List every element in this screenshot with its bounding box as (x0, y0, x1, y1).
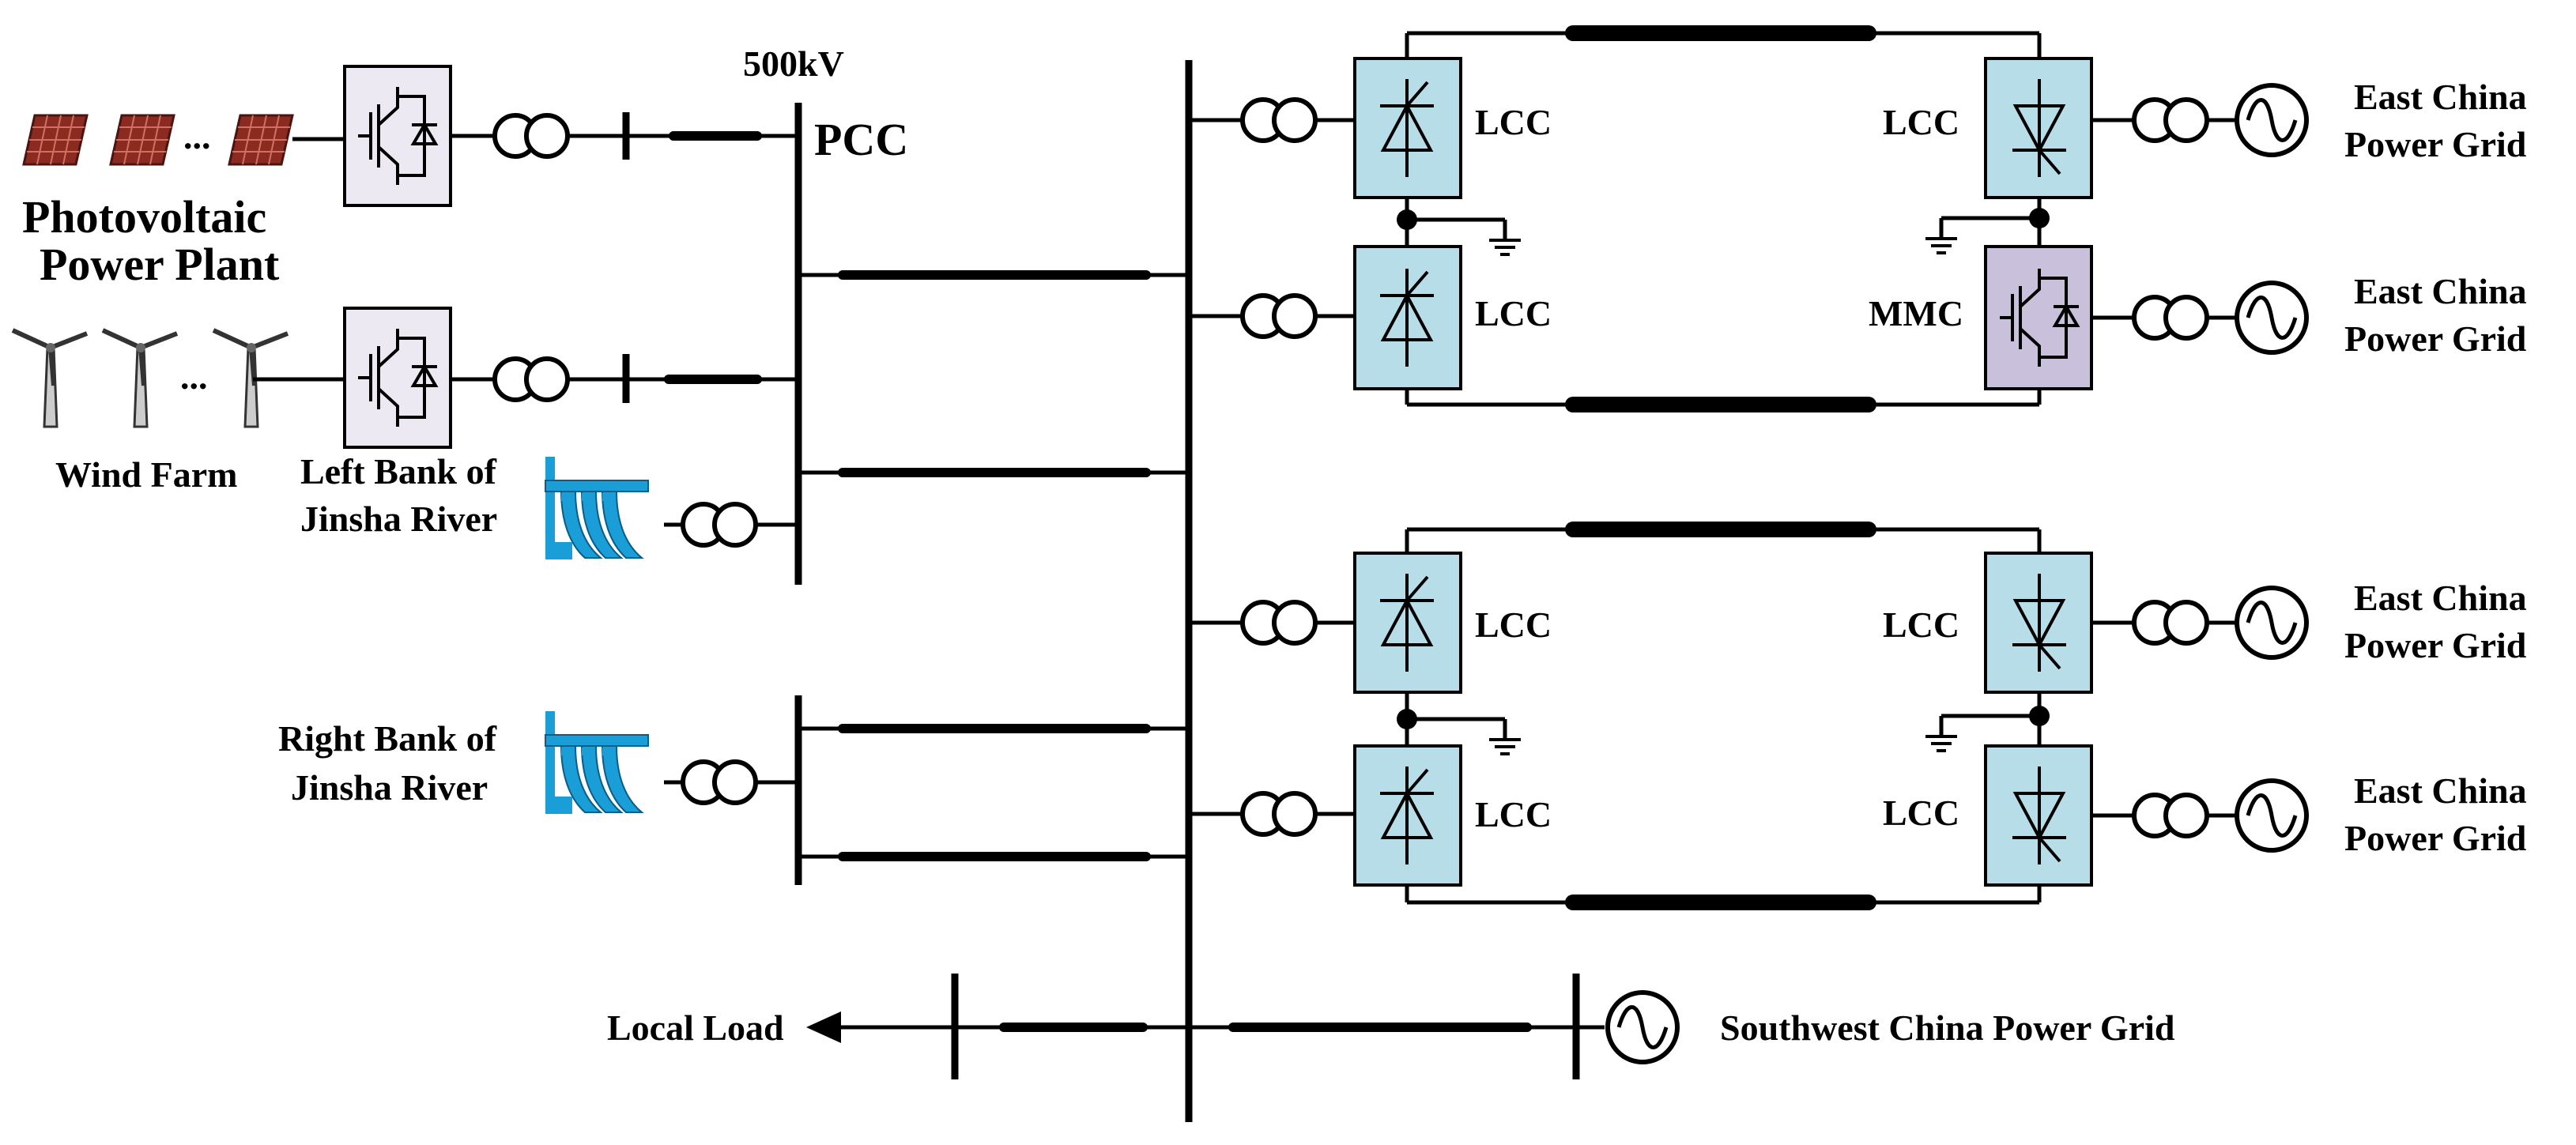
right-bank-label-line1: Right Bank of (278, 718, 497, 759)
wind-ellipsis: ... (180, 356, 208, 397)
southwest-grid-label: Southwest China Power Grid (1720, 1008, 2175, 1048)
transformer-icon (683, 762, 756, 803)
wind-turbines (13, 330, 288, 427)
ground-icon (1924, 735, 1959, 752)
grid-label-4-line1: East China (2354, 770, 2527, 811)
transformer-icon (1243, 100, 1315, 141)
rectifier-label-2: LCC (1475, 293, 1552, 333)
ac-source-icon (1608, 992, 1677, 1062)
grid-label-1-line2: Power Grid (2344, 124, 2527, 164)
ac-source-icon (2237, 283, 2306, 352)
rectifier-label-3: LCC (1475, 605, 1552, 645)
pv-ellipsis: ... (183, 116, 211, 156)
voltage-label: 500kV (743, 43, 844, 84)
grid-label-2-line1: East China (2354, 271, 2527, 311)
hydropower-icon (545, 456, 649, 560)
ground-icon (1488, 239, 1522, 256)
inverter-label-1: LCC (1883, 102, 1959, 142)
ground-icon (1924, 237, 1959, 254)
rectifier-label-4: LCC (1475, 794, 1552, 834)
transformer-icon (2134, 602, 2207, 643)
pv-panels (22, 114, 294, 166)
transformer-icon (2134, 795, 2207, 836)
wind-turbine-icon (13, 330, 87, 427)
wind-label: Wind Farm (55, 454, 237, 495)
hydropower-icon (545, 710, 649, 815)
left-bank-label-line1: Left Bank of (300, 451, 497, 492)
grid-label-1-line1: East China (2354, 77, 2527, 117)
solar-panel-icon (228, 114, 294, 166)
ac-source-icon (2237, 781, 2306, 850)
grid-label-3-line1: East China (2354, 578, 2527, 618)
inverter-label-3: LCC (1883, 605, 1959, 645)
pcc-label: PCC (814, 114, 908, 165)
pv-label-line2: Power Plant (40, 239, 280, 290)
inverter-lcc-1 (1984, 57, 2093, 199)
transformer-icon (1243, 296, 1315, 337)
grid-label-3-line2: Power Grid (2344, 625, 2527, 665)
inverter-label-4: LCC (1883, 793, 1959, 833)
inverter-lcc-4 (1984, 744, 2093, 887)
rectifier-label-1: LCC (1475, 102, 1552, 142)
transformer-icon (1243, 793, 1315, 834)
grid-label-2-line2: Power Grid (2344, 318, 2527, 359)
ground-icon (1488, 738, 1522, 755)
arrow-left-icon (806, 1011, 841, 1043)
solar-panel-icon (109, 114, 175, 166)
solar-panel-icon (22, 114, 89, 166)
rectifier-lcc-4 (1353, 744, 1462, 887)
pv-converter (343, 65, 452, 207)
ac-source-icon (2237, 588, 2306, 657)
inverter-label-2: MMC (1869, 293, 1963, 333)
transformer-icon (683, 504, 756, 545)
rectifier-lcc-3 (1353, 552, 1462, 694)
wind-converter (343, 307, 452, 449)
transformer-icon (1243, 602, 1315, 643)
local-load-label: Local Load (607, 1008, 784, 1048)
rectifier-lcc-2 (1353, 245, 1462, 390)
ac-source-icon (2237, 85, 2306, 155)
wind-turbine-icon (103, 330, 177, 427)
pv-label-line1: Photovoltaic (22, 191, 266, 243)
rectifier-lcc-1 (1353, 57, 1462, 199)
right-bank-label-line2: Jinsha River (291, 767, 488, 808)
transformer-icon (495, 115, 568, 156)
transformer-icon (2134, 100, 2207, 141)
transformer-icon (2134, 297, 2207, 338)
inverter-lcc-3 (1984, 552, 2093, 694)
grid-label-4-line2: Power Grid (2344, 818, 2527, 858)
left-bank-label-line2: Jinsha River (300, 499, 497, 539)
transformer-icon (495, 359, 568, 400)
inverter-mmc-2 (1984, 245, 2093, 390)
